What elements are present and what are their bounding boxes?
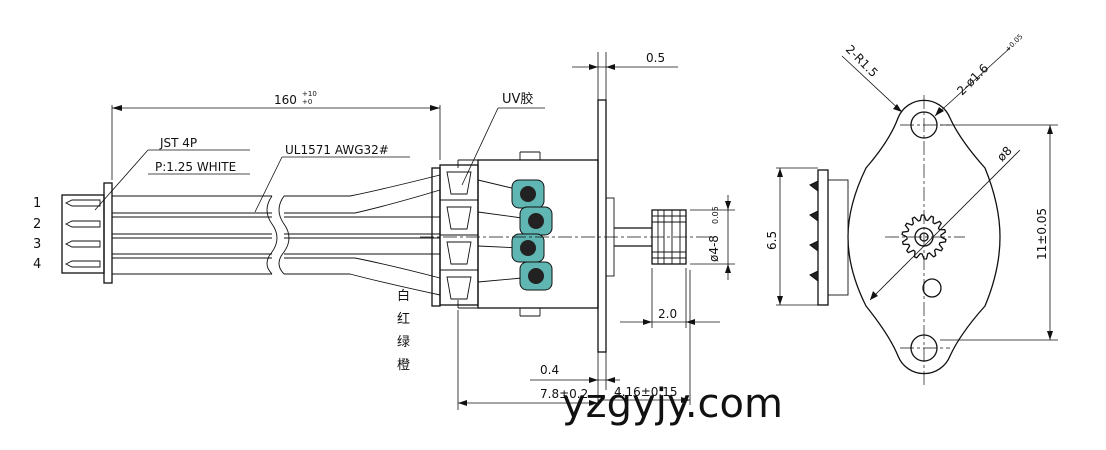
gear-bore — [919, 232, 929, 242]
locating-hole — [922, 278, 942, 298]
cable-length-tol-upper: +10 — [302, 90, 317, 98]
cable-break-left — [266, 195, 278, 275]
cable-break-right — [278, 195, 290, 275]
wire-color-orange: 橙 — [397, 358, 410, 373]
watermark: yzgyjy.com — [562, 381, 783, 427]
side-view: 1 2 3 4 — [33, 51, 735, 410]
cable-length-tol-lower: +0 — [302, 98, 312, 106]
connector-spec-label: JST 4P — [159, 136, 197, 150]
front-terminals — [809, 169, 849, 306]
pin-number-3: 3 — [33, 237, 41, 252]
hole-diameter-label: 2-ø1.6 — [954, 61, 991, 98]
gap-dimension-label: 0.4 — [540, 363, 559, 377]
wire-color-green: 绿 — [397, 335, 410, 350]
cable-right — [284, 174, 441, 296]
cable-spec-label: UL1571 AWG32# — [285, 143, 389, 157]
flange-thickness-label: 0.5 — [646, 51, 665, 65]
height-dimension-label: 11±0.05 — [1035, 208, 1049, 260]
wire-color-white: 白 — [397, 288, 410, 304]
cable-left — [112, 195, 272, 275]
pin-number-1: 1 — [33, 196, 41, 211]
terminal-pads — [511, 179, 553, 291]
uv-glue-label: UV胶 — [502, 91, 533, 107]
body-length-label: 7.8±0.2 — [540, 387, 588, 401]
jst-connector — [103, 182, 113, 284]
front-view: 6.5 11±0.05 ø8 2-R1.5 2-ø1.6 +0.05 — [765, 33, 1058, 385]
mounting-flange — [597, 99, 607, 353]
shaft-diameter-label: ø4-8 — [707, 235, 721, 262]
terminal-block — [431, 164, 523, 307]
shaft-length-label: 4.16±0.15 — [614, 385, 678, 399]
pin-number-2: 2 — [33, 217, 41, 232]
hole-diameter-tol: +0.05 — [1004, 33, 1025, 54]
mounting-plate-outline — [847, 99, 1001, 375]
pin-number-4: 4 — [33, 257, 41, 272]
gear-teeth — [901, 214, 947, 260]
wire-color-red: 红 — [397, 311, 410, 327]
body-diameter-label: ø8 — [994, 144, 1014, 164]
connector-pitch-label: P:1.25 WHITE — [155, 160, 236, 174]
shaft-diameter-tol: 0.05 — [711, 206, 720, 224]
terminal-span-label: 6.5 — [765, 231, 779, 250]
cable-length-dimension: 160 — [274, 93, 297, 107]
gear-width-label: 2.0 — [658, 307, 677, 321]
